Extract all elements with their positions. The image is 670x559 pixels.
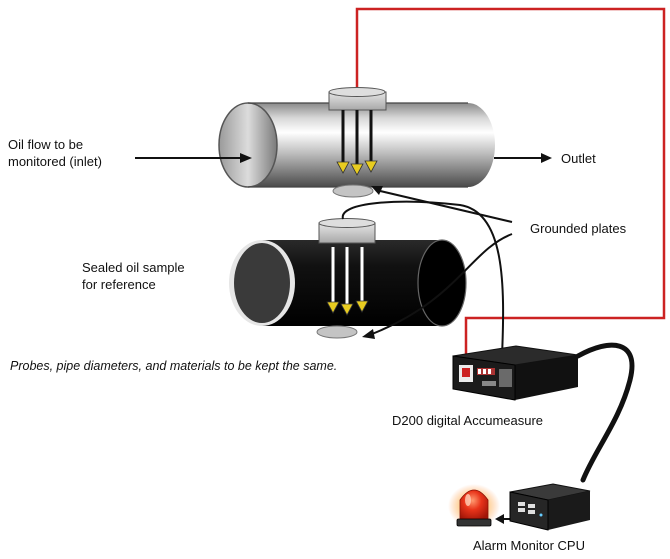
mini-pc-icon	[509, 483, 591, 531]
inlet-label: Oil flow to be monitored (inlet)	[8, 136, 102, 170]
inlet-label-line2: monitored (inlet)	[8, 154, 102, 169]
reference-wire	[341, 200, 505, 357]
flow-arrow-icon	[135, 153, 252, 163]
sealed-sample-line2: for reference	[82, 277, 156, 292]
sealed-sample-label: Sealed oil sample for reference	[82, 259, 185, 293]
flow-arrow-icon	[494, 153, 552, 163]
data-cable	[575, 342, 635, 483]
reference-probe	[318, 218, 376, 316]
sealed-sample-line1: Sealed oil sample	[82, 260, 185, 275]
grounded-plates-label: Grounded plates	[530, 221, 627, 236]
grounded-plates-pointers	[362, 186, 513, 339]
grounded-plate-lower	[316, 325, 358, 339]
signal-wire	[355, 7, 666, 356]
monitored-probe	[328, 87, 387, 176]
accumeasure-device-icon	[452, 345, 579, 401]
reference-pipe	[229, 239, 467, 327]
device-label: D200 digital Accumeasure	[392, 413, 544, 428]
alarm-beacon-icon	[448, 484, 500, 528]
cpu-label: Alarm Monitor CPU	[473, 538, 585, 553]
grounded-plate-upper	[332, 184, 374, 198]
consistency-note: Probes, pipe diameters, and materials to…	[10, 359, 338, 373]
outlet-label: Outlet	[561, 151, 596, 166]
inlet-label-line1: Oil flow to be	[8, 137, 84, 152]
